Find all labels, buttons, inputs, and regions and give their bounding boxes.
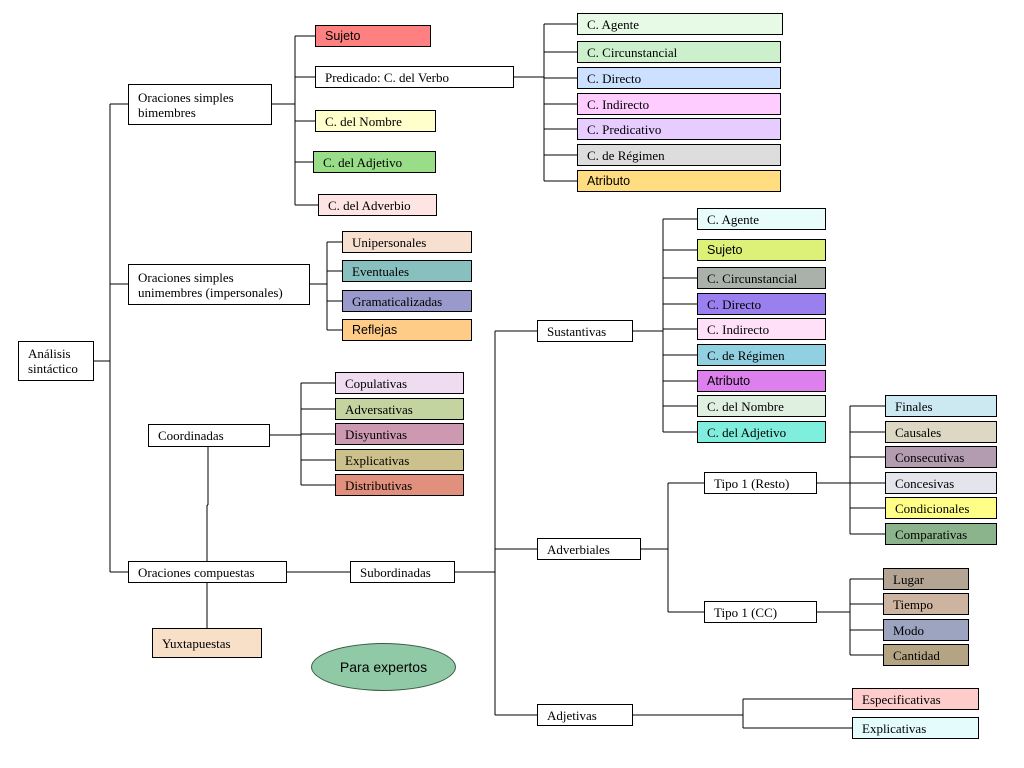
- node-tipo1-resto[interactable]: Tipo 1 (Resto): [704, 472, 817, 494]
- node-concesivas[interactable]: Concesivas: [885, 472, 997, 494]
- node-finales[interactable]: Finales: [885, 395, 997, 417]
- node-modo[interactable]: Modo: [883, 619, 969, 641]
- para-expertos-button[interactable]: Para expertos: [311, 643, 456, 691]
- node-especificativas[interactable]: Especificativas: [852, 688, 979, 710]
- node-tipo1-cc[interactable]: Tipo 1 (CC): [704, 601, 817, 623]
- node-causales[interactable]: Causales: [885, 421, 997, 443]
- node-sust-c-circunstancial[interactable]: C. Circunstancial: [697, 267, 826, 289]
- node-sust-c-agente[interactable]: C. Agente: [697, 208, 826, 230]
- node-yuxtapuestas[interactable]: Yuxtapuestas: [152, 628, 262, 658]
- node-explicativas-adj[interactable]: Explicativas: [852, 717, 979, 739]
- node-condicionales[interactable]: Condicionales: [885, 497, 997, 519]
- node-adversativas[interactable]: Adversativas: [335, 398, 464, 420]
- node-sust-c-del-adjetivo[interactable]: C. del Adjetivo: [697, 421, 826, 443]
- node-lugar[interactable]: Lugar: [883, 568, 969, 590]
- node-pred-c-circunstancial[interactable]: C. Circunstancial: [577, 41, 781, 63]
- node-sust-c-de-regimen[interactable]: C. de Régimen: [697, 344, 826, 366]
- node-subordinadas[interactable]: Subordinadas: [350, 561, 455, 583]
- node-predicado[interactable]: Predicado: C. del Verbo: [315, 66, 514, 88]
- node-c-del-adjetivo[interactable]: C. del Adjetivo: [313, 151, 436, 173]
- node-copulativas[interactable]: Copulativas: [335, 372, 464, 394]
- node-eventuales[interactable]: Eventuales: [342, 260, 472, 282]
- node-unipersonales[interactable]: Unipersonales: [342, 231, 472, 253]
- node-sust-c-indirecto[interactable]: C. Indirecto: [697, 318, 826, 340]
- node-adjetivas[interactable]: Adjetivas: [537, 704, 633, 726]
- node-pred-c-predicativo[interactable]: C. Predicativo: [577, 118, 781, 140]
- node-oraciones-simples-unimembres[interactable]: Oraciones simples unimembres (impersonal…: [128, 264, 310, 305]
- node-sust-atributo[interactable]: Atributo: [697, 370, 826, 392]
- node-sustantivas[interactable]: Sustantivas: [537, 320, 633, 342]
- node-analisis-sintactico[interactable]: Análisis sintáctico: [18, 341, 94, 381]
- node-oraciones-simples-bimembres[interactable]: Oraciones simples bimembres: [128, 84, 272, 125]
- node-explicativas-coord[interactable]: Explicativas: [335, 449, 464, 471]
- node-pred-c-de-regimen[interactable]: C. de Régimen: [577, 144, 781, 166]
- node-gramaticalizadas[interactable]: Gramaticalizadas: [342, 290, 472, 312]
- node-adverbiales[interactable]: Adverbiales: [537, 538, 641, 560]
- node-distributivas[interactable]: Distributivas: [335, 474, 464, 496]
- node-disyuntivas[interactable]: Disyuntivas: [335, 423, 464, 445]
- node-cantidad[interactable]: Cantidad: [883, 644, 969, 666]
- node-coordinadas[interactable]: Coordinadas: [148, 424, 270, 447]
- node-pred-c-directo[interactable]: C. Directo: [577, 67, 781, 89]
- node-comparativas[interactable]: Comparativas: [885, 523, 997, 545]
- node-pred-c-agente[interactable]: C. Agente: [577, 13, 783, 35]
- node-sust-c-directo[interactable]: C. Directo: [697, 293, 826, 315]
- node-reflejas[interactable]: Reflejas: [342, 319, 472, 341]
- node-pred-atributo[interactable]: Atributo: [577, 170, 781, 192]
- node-pred-c-indirecto[interactable]: C. Indirecto: [577, 93, 781, 115]
- node-oraciones-compuestas[interactable]: Oraciones compuestas: [128, 561, 287, 583]
- node-c-del-adverbio[interactable]: C. del Adverbio: [318, 194, 437, 216]
- node-sust-sujeto[interactable]: Sujeto: [697, 239, 826, 261]
- node-consecutivas[interactable]: Consecutivas: [885, 446, 997, 468]
- node-c-del-nombre[interactable]: C. del Nombre: [315, 110, 436, 132]
- node-tiempo[interactable]: Tiempo: [883, 593, 969, 615]
- node-sujeto[interactable]: Sujeto: [315, 25, 431, 47]
- node-sust-c-del-nombre[interactable]: C. del Nombre: [697, 395, 826, 417]
